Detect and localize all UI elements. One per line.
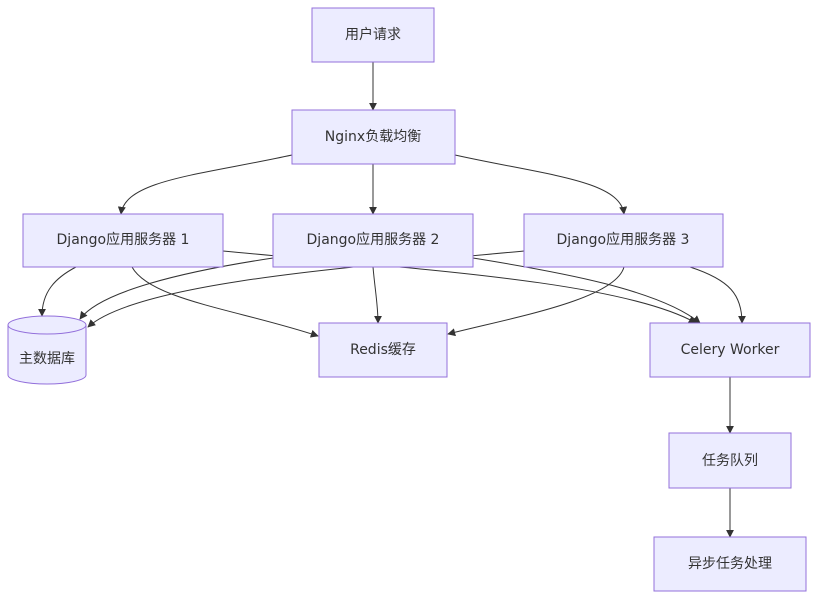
node-django1: Django应用服务器 1: [22, 213, 224, 268]
node-user-request: 用户请求: [311, 7, 435, 63]
node-primary-db: 主数据库: [7, 315, 87, 385]
node-celery: Celery Worker: [649, 322, 811, 378]
edge-django2-to-celery: [472, 257, 701, 324]
node-label-primary-db: 主数据库: [19, 351, 75, 367]
node-label-redis: Redis缓存: [350, 342, 416, 358]
node-label-task-queue: 任务队列: [702, 453, 758, 469]
node-label-nginx: Nginx负载均衡: [325, 129, 421, 145]
node-label-django1: Django应用服务器 1: [57, 231, 190, 248]
node-label-django3: Django应用服务器 3: [557, 231, 690, 248]
edge-django1-to-redis: [131, 266, 319, 338]
node-nginx: Nginx负载均衡: [291, 109, 456, 165]
node-django2: Django应用服务器 2: [272, 213, 474, 268]
edge-django3-to-redis: [447, 266, 625, 337]
node-label-async-processing: 异步任务处理: [688, 556, 772, 572]
node-async-processing: 异步任务处理: [653, 536, 807, 592]
edge-django3-to-celery: [689, 266, 746, 324]
edge-nginx-to-django3: [454, 154, 628, 215]
node-task-queue: 任务队列: [668, 432, 792, 489]
edge-django2-to-redis: [372, 266, 382, 324]
edge-django2-to-primary-db: [79, 257, 274, 320]
node-django3: Django应用服务器 3: [523, 213, 724, 268]
node-redis: Redis缓存: [318, 322, 448, 378]
node-label-celery: Celery Worker: [681, 342, 780, 358]
node-label-django2: Django应用服务器 2: [307, 231, 440, 248]
edge-nginx-to-django1: [117, 154, 293, 215]
node-label-user-request: 用户请求: [345, 26, 401, 43]
nodes: 用户请求 Nginx负载均衡 Django应用服务器 1 Django应用服务器…: [7, 7, 811, 592]
database-cylinder-icon: [7, 315, 87, 385]
edge-django1-to-primary-db: [38, 266, 77, 317]
